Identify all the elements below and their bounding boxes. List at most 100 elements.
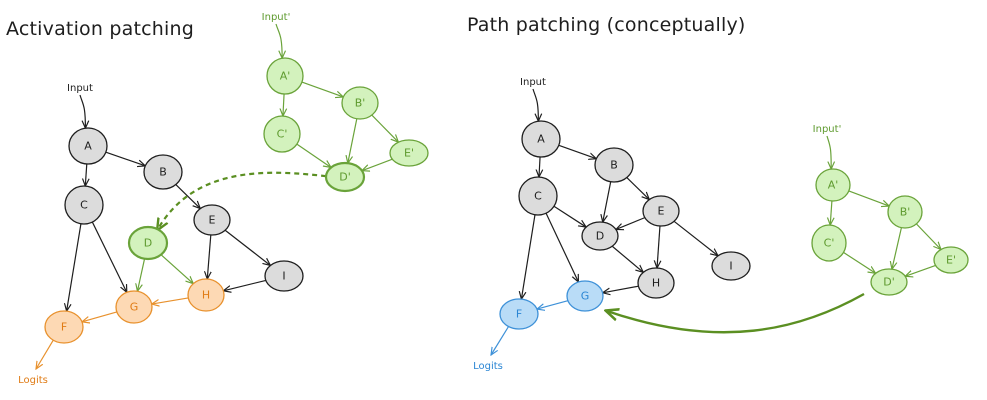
right-edge-e-i — [673, 220, 718, 255]
left-edge-d-h — [160, 254, 193, 284]
right-edge-b-prime-d-prime — [892, 227, 903, 270]
left-node-ep: E' — [389, 139, 429, 167]
left-node-ep-circle — [389, 139, 429, 167]
right-node-h-circle — [637, 267, 675, 299]
left-node-cp: C' — [263, 115, 301, 153]
right-edge-c-f — [521, 214, 536, 299]
right-edge-c-prime-d-prime — [843, 251, 875, 273]
left-node-h-label: H — [202, 289, 210, 302]
right-edge-g-f — [537, 300, 569, 309]
right-node-bp-label: B' — [900, 206, 911, 219]
right-node-d: D — [581, 221, 619, 251]
left-node-d: D — [127, 225, 169, 261]
right-node-ap-circle — [815, 168, 851, 202]
right-edge-a-c — [539, 156, 540, 177]
left-node-c-label: C — [80, 199, 88, 212]
left-node-ap-label: A' — [280, 70, 291, 83]
right-edge-h-g — [603, 285, 639, 293]
right-title: Path patching (conceptually) — [467, 14, 746, 36]
right-input-label: Input — [520, 77, 546, 88]
left-input-prime-arrow — [275, 23, 282, 58]
left-node-dp-circle — [324, 161, 366, 193]
left-edge-c-g — [91, 221, 126, 292]
left-node-ap: A' — [266, 57, 304, 95]
right-edge-e-h — [657, 225, 660, 268]
right-logits-label: Logits — [473, 361, 503, 372]
left-patch-arrow — [158, 171, 327, 230]
right-edge-e-d — [616, 217, 646, 230]
left-input-arrow — [79, 94, 85, 128]
right-edge-a-prime-b-prime — [848, 190, 889, 206]
right-node-ep: E' — [933, 246, 969, 274]
right-node-a-label: A — [537, 133, 545, 146]
right-patch-arrow — [607, 292, 865, 334]
right-edge-b-e — [626, 177, 650, 200]
right-edge-a-prime-c-prime — [830, 200, 832, 225]
right-node-c-label: C — [534, 190, 542, 203]
left-node-b-circle — [143, 154, 183, 190]
right-node-bp: B' — [887, 195, 923, 229]
right-node-g-circle — [566, 280, 604, 312]
right-input-prime-arrow — [826, 135, 831, 169]
left-node-cp-circle — [263, 115, 301, 153]
right-node-d-label: D — [596, 230, 604, 243]
left-node-bp-circle — [341, 86, 379, 120]
right-node-f-circle — [499, 298, 539, 330]
right-node-dp: D' — [870, 268, 908, 296]
left-node-dp: D' — [324, 161, 366, 193]
left-node-ep-label: E' — [404, 147, 414, 160]
right-edge-c-g — [545, 212, 578, 282]
right-node-cp-label: C' — [824, 237, 835, 250]
right-logits-arrow — [491, 326, 510, 355]
left-node-f-label: F — [61, 321, 67, 334]
right-node-i-circle — [711, 251, 751, 281]
left-title: Activation patching — [6, 18, 194, 40]
right-edge-c-d — [553, 205, 586, 227]
left-node-bp: B' — [341, 86, 379, 120]
left-node-g: G — [115, 290, 153, 324]
right-node-i-label: I — [729, 260, 732, 273]
left-node-g-circle — [115, 290, 153, 324]
right-edge-d-h — [611, 245, 643, 272]
right-node-b-label: B — [610, 159, 618, 172]
right-node-ep-circle — [933, 246, 969, 274]
left-node-i-label: I — [282, 270, 285, 283]
edges-layer — [36, 23, 941, 369]
left-node-cp-label: C' — [277, 128, 288, 141]
right-node-cp-circle — [811, 224, 847, 262]
right-edge-a-b — [558, 144, 597, 158]
right-node-bp-circle — [887, 195, 923, 229]
right-node-dp-label: D' — [883, 276, 895, 289]
left-edge-a-c — [85, 163, 86, 186]
right-node-g: G — [566, 280, 604, 312]
left-edge-d-g — [137, 258, 146, 292]
left-node-d-label: D — [144, 237, 152, 250]
left-edge-e-i — [224, 229, 270, 265]
left-input-prime-label: Input' — [262, 12, 291, 23]
right-node-h-label: H — [652, 277, 660, 290]
right-node-ep-label: E' — [946, 254, 956, 267]
left-node-ap-circle — [266, 57, 304, 95]
right-node-i: I — [711, 251, 751, 281]
right-node-e-label: E — [658, 205, 665, 218]
right-node-ap-label: A' — [828, 179, 839, 192]
left-logits-arrow — [36, 339, 54, 369]
left-node-h: H — [187, 278, 225, 312]
left-node-f-circle — [44, 310, 84, 344]
right-node-c: C — [518, 176, 558, 216]
right-node-a: A — [521, 120, 561, 158]
left-node-a-label: A — [84, 140, 92, 153]
right-node-f: F — [499, 298, 539, 330]
right-edge-b-prime-e-prime — [915, 223, 941, 250]
left-node-a: A — [68, 127, 108, 165]
right-node-h: H — [637, 267, 675, 299]
left-node-g-label: G — [130, 301, 139, 314]
right-node-c-circle — [518, 176, 558, 216]
right-node-b-circle — [594, 147, 634, 183]
left-node-c-circle — [64, 185, 104, 225]
right-node-e: E — [642, 195, 680, 227]
right-node-ap: A' — [815, 168, 851, 202]
left-node-i-circle — [264, 260, 304, 292]
